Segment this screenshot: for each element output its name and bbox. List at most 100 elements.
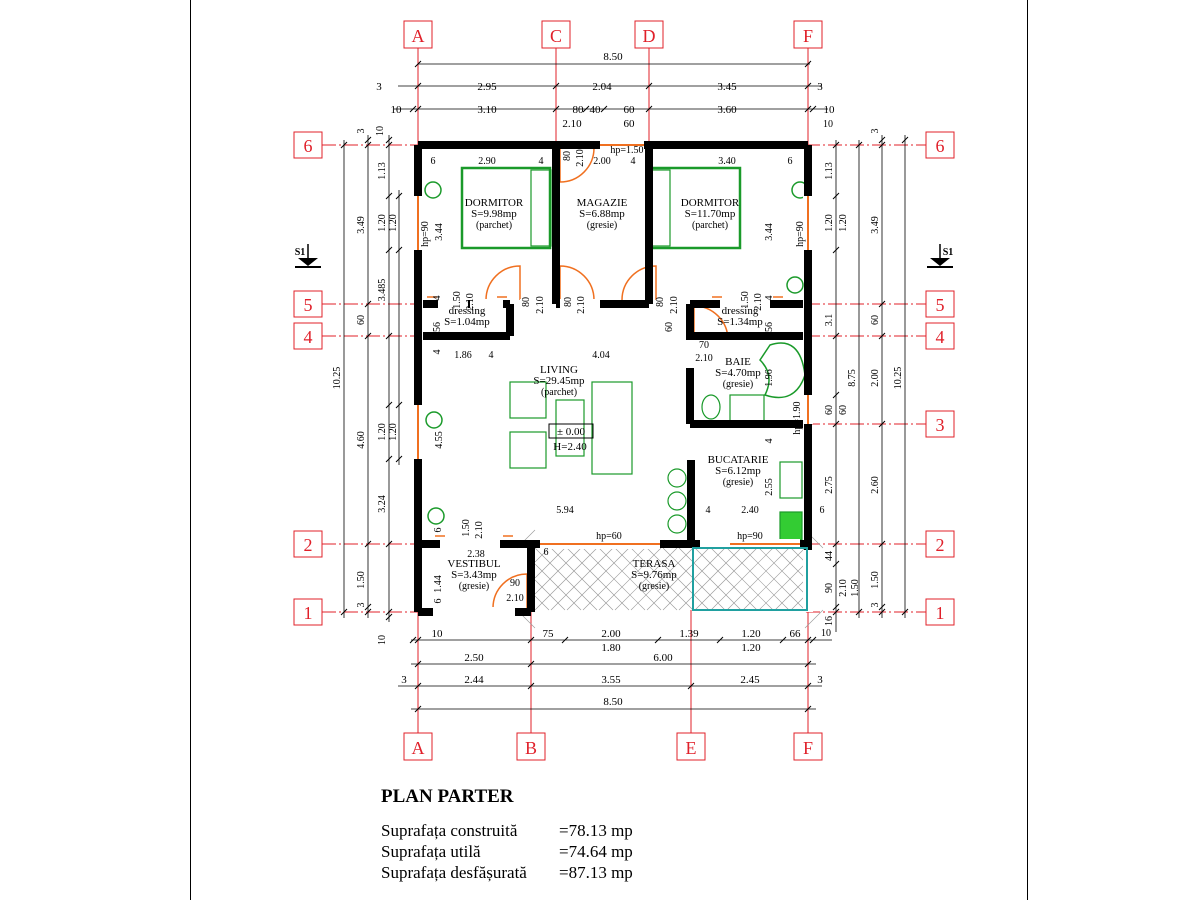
dimension-text: 1.20 (838, 214, 849, 232)
dimension-tick (804, 705, 812, 713)
hatch-line (790, 547, 806, 563)
summary-row-useful: Suprafața utilă=74.64 mp (381, 841, 633, 862)
dimension-text: 60 (664, 322, 675, 332)
dimension-text: 6 (820, 505, 825, 516)
dimension-text: 2.10 (506, 593, 524, 604)
dimension-tick (654, 636, 662, 644)
dimension-tick (687, 682, 695, 690)
grid-bubble-1 (293, 598, 323, 626)
hatch-line (742, 547, 806, 611)
dimension-tick (340, 141, 348, 149)
grid-label: B (525, 738, 537, 758)
dimension-text: 8.50 (603, 51, 623, 63)
grid-label: 6 (304, 136, 313, 156)
room-area: S=1.04mp (444, 316, 490, 328)
door-swing (492, 573, 528, 609)
dimension-text: 3 (817, 81, 823, 93)
hatch-line (582, 547, 646, 611)
room-area: S=3.43mp (451, 569, 497, 581)
grid-label: 2 (936, 535, 945, 555)
dimension-tick (385, 246, 393, 254)
dimension-tick (414, 660, 422, 668)
dimension-text: 1.80 (601, 642, 621, 654)
dimension-text: 8.50 (603, 696, 623, 708)
dimension-text: 1.44 (433, 575, 444, 593)
dimension-text: 1.50 (850, 579, 861, 597)
dimension-tick (804, 636, 812, 644)
dimension-tick (364, 300, 372, 308)
room-name: BAIE (725, 356, 751, 368)
dimension-tick (832, 246, 840, 254)
dimension-text: 10 (377, 635, 388, 645)
dimension-text: 3.1 (824, 314, 835, 327)
grid-bubble-E (676, 732, 706, 761)
dimension-tick (364, 136, 372, 144)
grid-bubble-2 (293, 530, 323, 558)
dimension-text: 1.20 (377, 423, 388, 441)
sheet-border-left (190, 0, 191, 900)
dimension-tick (804, 660, 812, 668)
dimension-text: 2.00 (601, 628, 621, 640)
dimension-tick (832, 560, 840, 568)
dimension-text: 3.24 (377, 495, 388, 513)
grid-label: 2 (304, 535, 313, 555)
dimension-tick (716, 636, 724, 644)
dimension-tick (901, 608, 909, 616)
armchair (509, 431, 547, 469)
plant (424, 181, 442, 199)
dimension-tick (385, 401, 393, 409)
dimension-text: 2.10 (474, 521, 485, 539)
armchair (509, 381, 547, 419)
dimension-text: 3.44 (764, 223, 775, 241)
dimension-text: 2.95 (477, 81, 497, 93)
dimension-text: 66 (790, 628, 802, 640)
level-elevation: ± 0.00 (557, 426, 586, 438)
terrace-hatch (516, 529, 824, 629)
room-name: dressing (449, 305, 486, 317)
hatch-line (678, 547, 742, 611)
dimension-text: 2.50 (464, 652, 484, 664)
dimension-text: 80 (563, 297, 574, 307)
dimension-tick (409, 105, 417, 113)
dimension-text: 6 (433, 528, 444, 533)
dimension-text: 60 (824, 405, 835, 415)
grid-bubble-5 (293, 290, 323, 318)
grid-bubble-2 (925, 530, 955, 558)
dimension-text: 2.00 (593, 156, 611, 167)
room-name: TERASA (633, 558, 676, 570)
grid-bubble-4 (293, 322, 323, 350)
level-height: H=2.40 (553, 441, 587, 453)
stool (667, 468, 687, 488)
grid-label: A (412, 738, 425, 758)
dimension-text: 6 (433, 599, 444, 604)
dimension-text: 3 (356, 603, 367, 608)
grid-label: A (412, 26, 425, 46)
plant (425, 411, 443, 429)
dimension-text: 75 (543, 628, 555, 640)
summary-value: =87.13 mp (559, 863, 633, 882)
hatch-line (790, 595, 806, 611)
dimension-text: 1.20 (377, 214, 388, 232)
room-floor: (gresie) (639, 581, 670, 592)
room-floor: (gresie) (587, 220, 618, 231)
dimension-text: 4 (489, 350, 494, 361)
dimension-text: 10 (824, 104, 836, 116)
grid-bubble-1 (925, 598, 955, 626)
dimension-text: 1.13 (824, 162, 835, 180)
room-area: S=9.76mp (631, 569, 677, 581)
grid-bubble-A (403, 732, 433, 761)
dimension-text: 1.20 (388, 423, 399, 441)
dimension-text: 80 (655, 297, 666, 307)
dimension-text: 2.10 (465, 293, 476, 311)
dimension-text: hp=90 (737, 531, 763, 542)
dimension-tick (832, 540, 840, 548)
dimension-text: 10 (432, 628, 444, 640)
dimension-tick (385, 613, 393, 621)
room-name: DORMITOR (681, 197, 740, 209)
dimension-text: 1.96 (764, 369, 775, 387)
dimension-text: 2.40 (741, 505, 759, 516)
dimension-text: 6.00 (653, 652, 673, 664)
door-swing (559, 265, 595, 301)
grid-label: 3 (936, 415, 945, 435)
dimension-text: 1.13 (377, 162, 388, 180)
